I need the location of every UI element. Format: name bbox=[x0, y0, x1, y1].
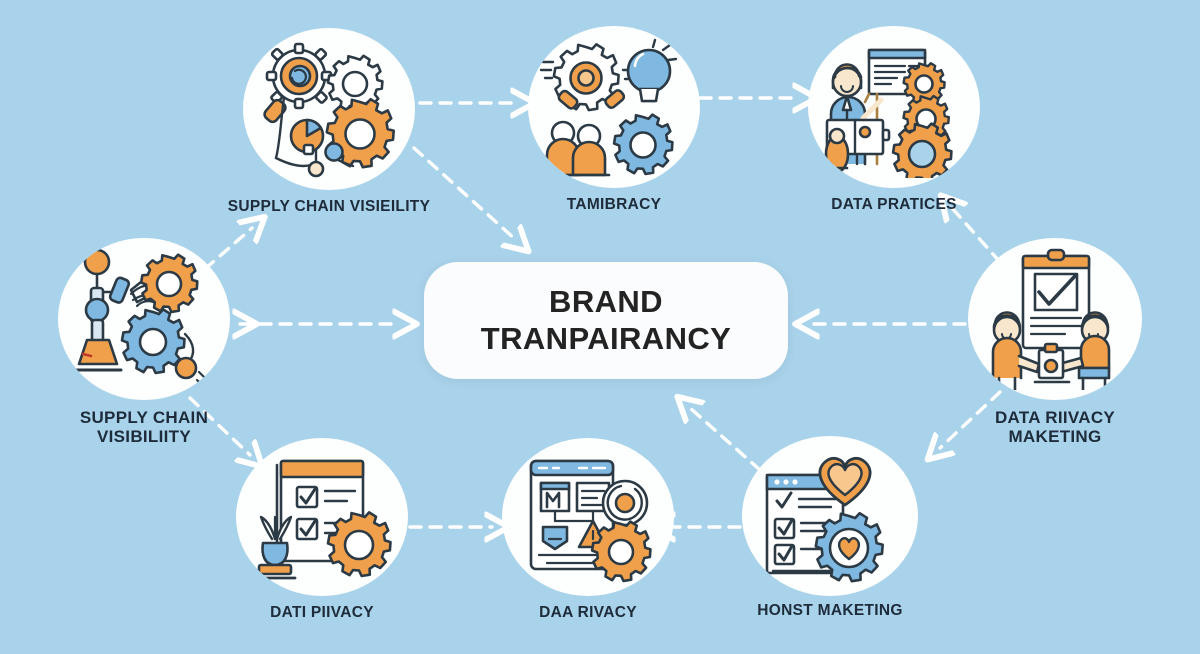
node-label-line: SUPPLY CHAIN VISIEILITY bbox=[227, 198, 431, 215]
checklist-heart-gear-icon bbox=[765, 457, 884, 583]
node-label: DATA PRATICES bbox=[831, 196, 957, 213]
icon-circle bbox=[808, 26, 980, 188]
icon-circle bbox=[58, 238, 230, 400]
clipboard-check-two-people-icon bbox=[991, 248, 1111, 390]
icon-circle bbox=[236, 438, 408, 596]
node-label-line: MAKETING bbox=[1008, 427, 1102, 447]
node-label: SUPPLY CHAIN VISIEILITY bbox=[228, 198, 430, 215]
center-title-line-2: TRANPAIRANCY bbox=[480, 320, 732, 356]
node-label: DAA RIVACY bbox=[539, 604, 637, 621]
icon-circle bbox=[528, 26, 700, 188]
node-label-line: DATA PRATICES bbox=[831, 196, 957, 213]
icon-circle bbox=[742, 436, 918, 596]
icon-circle bbox=[502, 438, 674, 596]
center-title-line-1: BRAND bbox=[549, 283, 663, 319]
arrow-top-left-to-center bbox=[412, 146, 516, 240]
gear-lightbulb-people-icon bbox=[539, 38, 678, 177]
node-label-line: DATI PIIVACY bbox=[270, 604, 374, 621]
node-dati-piivacy[interactable]: DATI PIIVACY bbox=[236, 438, 408, 621]
gears-magnifier-chart-icon bbox=[263, 42, 395, 178]
node-label: SUPPLY CHAIN VISIBILIITY bbox=[80, 408, 208, 446]
node-label-line: VISIBILIITY bbox=[97, 427, 191, 447]
icon-circle bbox=[968, 238, 1142, 400]
node-honst-maketing[interactable]: HONST MAKETING bbox=[742, 436, 918, 619]
arrow-right-to-bottom-right bbox=[940, 390, 1002, 448]
node-data-riivacy-maketing[interactable]: DATA RIIVACY MAKETING bbox=[968, 238, 1142, 446]
node-label: HONST MAKETING bbox=[757, 602, 902, 619]
presenter-whiteboard-gears-icon bbox=[824, 48, 953, 178]
icon-circle bbox=[243, 28, 415, 190]
node-label-line: SUPPLY CHAIN bbox=[79, 408, 209, 427]
node-data-pratices[interactable]: DATA PRATICES bbox=[808, 26, 980, 213]
checklist-board-gear-plant-icon bbox=[253, 459, 392, 580]
node-supply-chain-visibility-top[interactable]: SUPPLY CHAIN VISIEILITY bbox=[228, 28, 430, 215]
node-label: DATI PIIVACY bbox=[270, 604, 374, 621]
node-supply-chain-visibiliity-left[interactable]: SUPPLY CHAIN VISIBILIITY bbox=[58, 238, 230, 446]
node-label-line: DAA RIVACY bbox=[539, 604, 637, 621]
node-label: DATA RIIVACY MAKETING bbox=[995, 408, 1115, 446]
robot-arm-handshake-gears-icon bbox=[73, 248, 207, 386]
node-daa-rivacy[interactable]: DAA RIVACY bbox=[502, 438, 674, 621]
node-label-line: HONST MAKETING bbox=[757, 602, 903, 619]
node-label-line: DATA RIIVACY bbox=[994, 408, 1116, 427]
node-tamibracy[interactable]: TAMIBRACY bbox=[528, 26, 700, 213]
center-title-card: BRAND TRANPAIRANCY bbox=[424, 262, 788, 379]
browser-window-gear-icon bbox=[529, 459, 652, 583]
node-label: TAMIBRACY bbox=[567, 196, 662, 213]
node-label-line: TAMIBRACY bbox=[566, 196, 662, 213]
